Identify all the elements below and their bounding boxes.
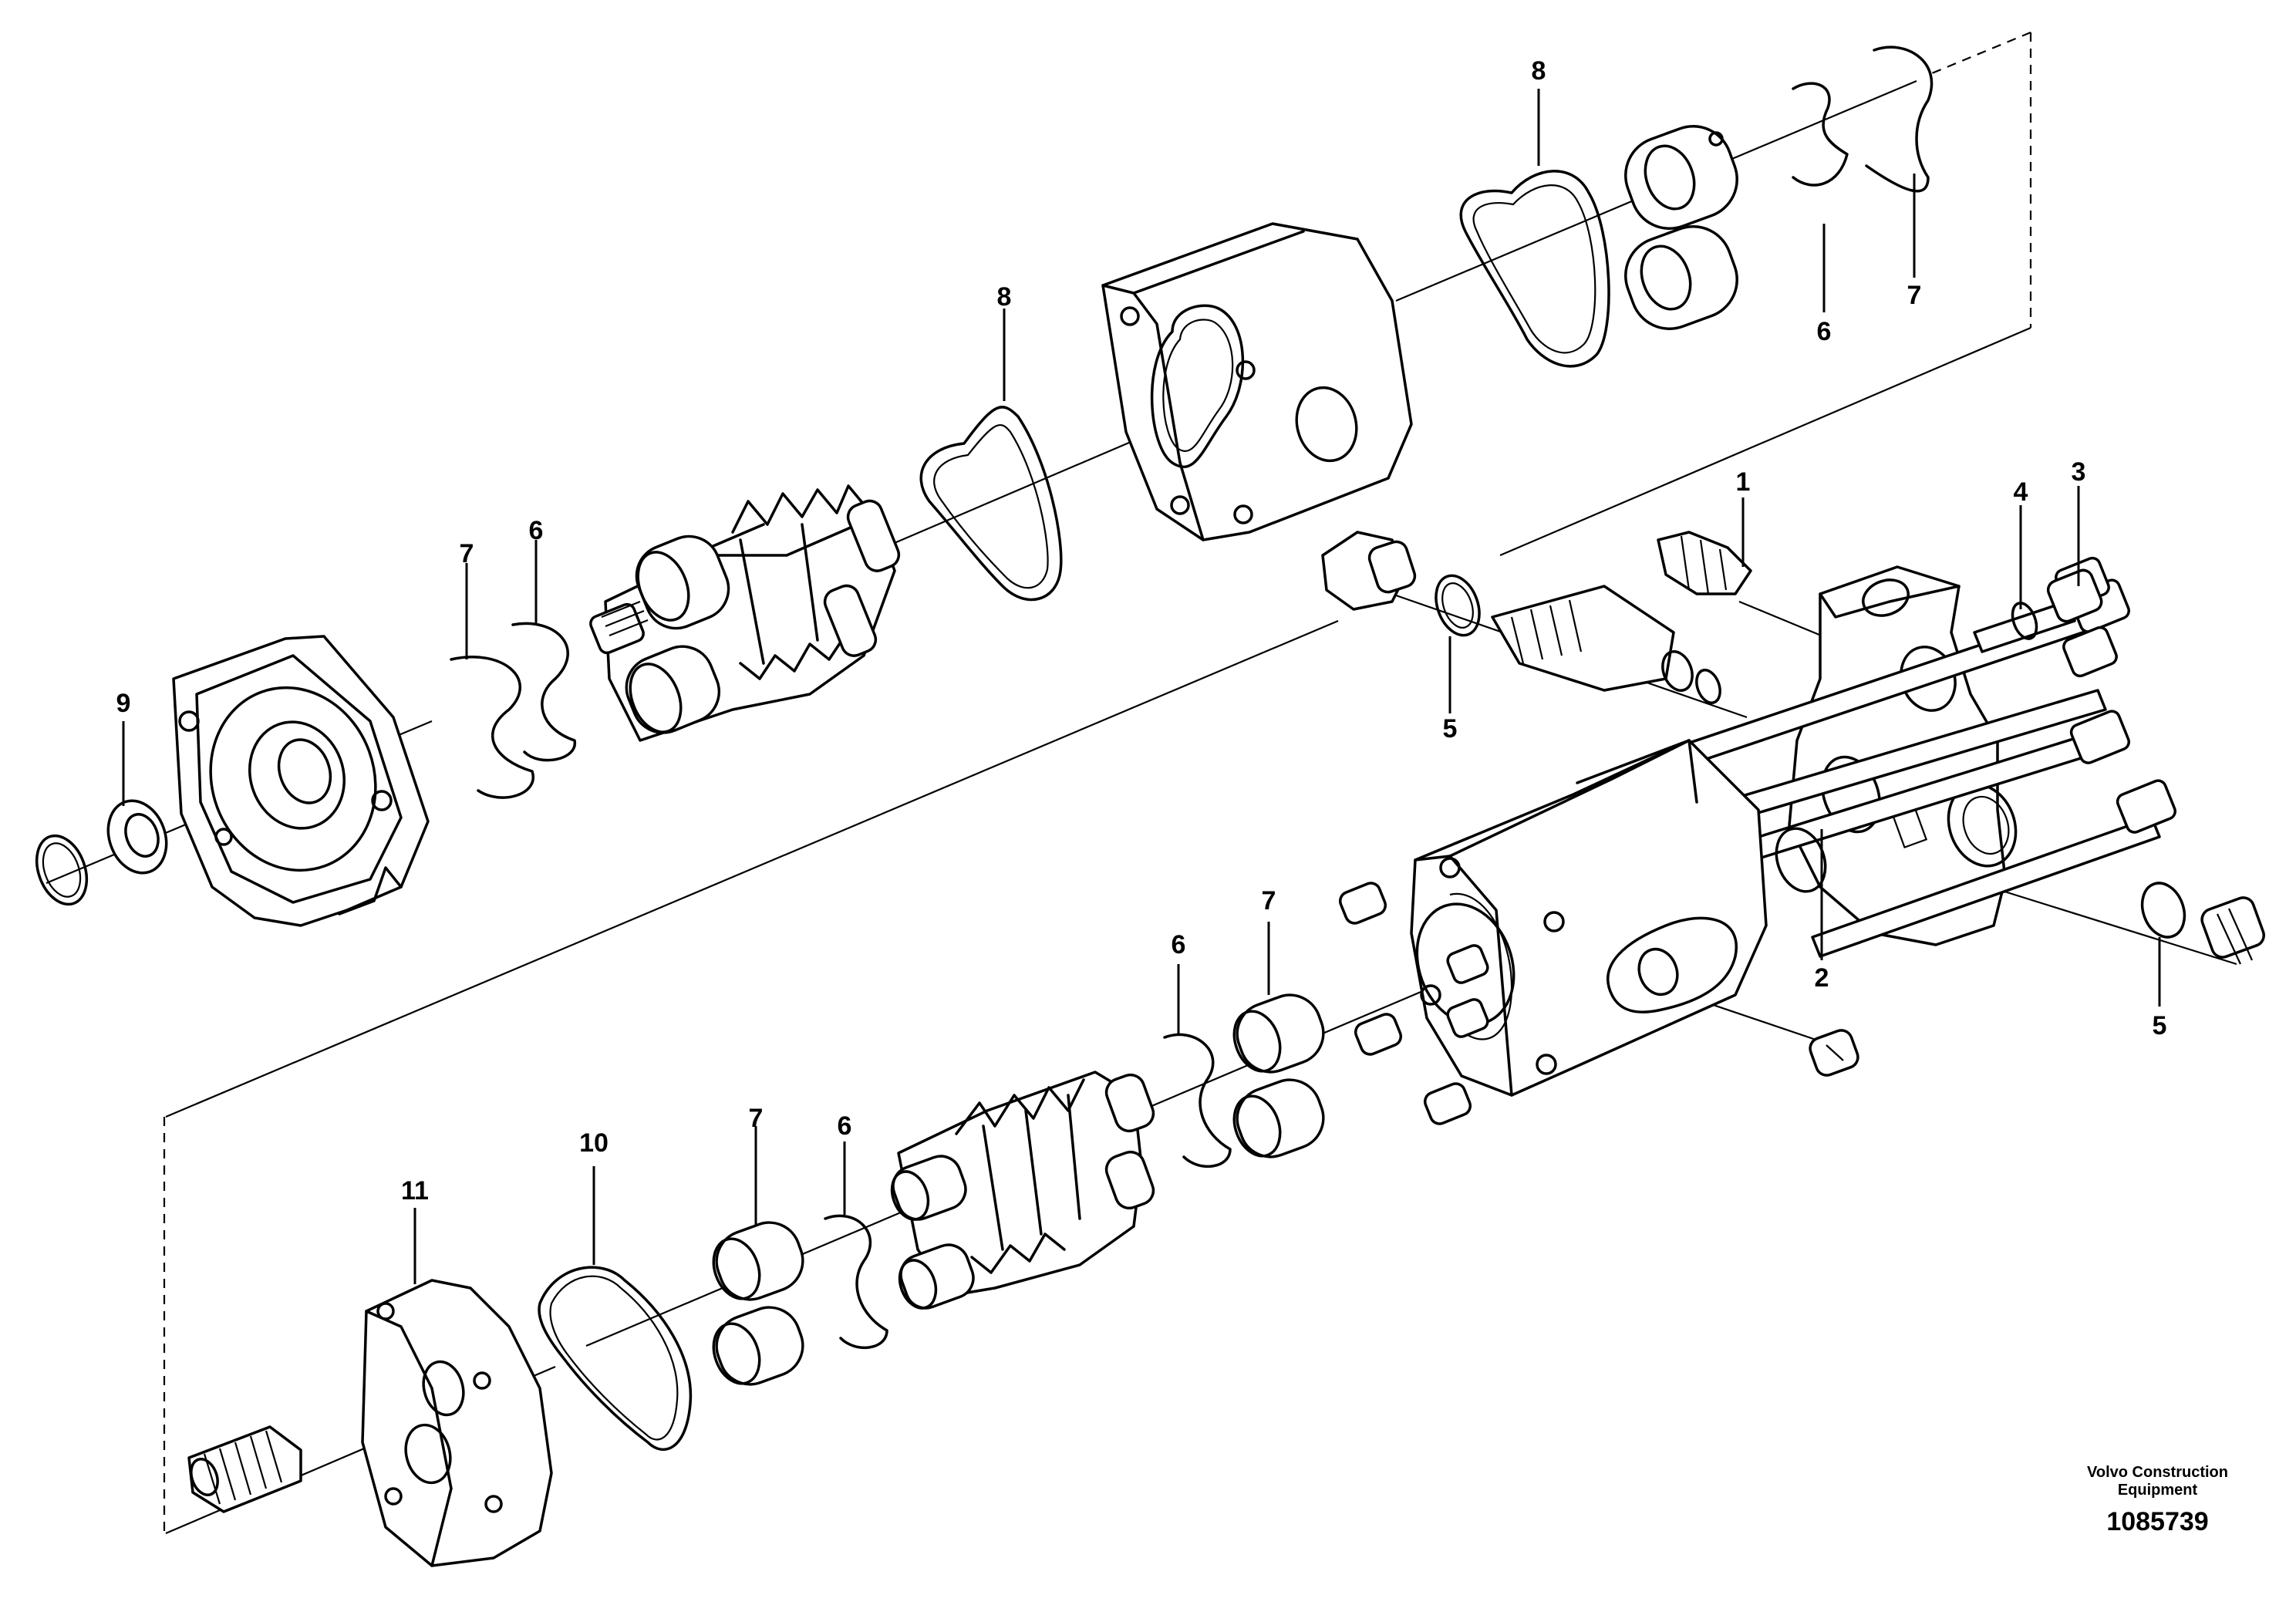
callout-6-lower-mid: 6 bbox=[1171, 930, 1186, 959]
bushing-pair-lower-left bbox=[712, 1221, 804, 1386]
callout-7-upper-left: 7 bbox=[459, 539, 474, 568]
callout-8-left: 8 bbox=[996, 282, 1012, 312]
callout-8-right: 8 bbox=[1531, 56, 1546, 86]
shaft-seal bbox=[106, 799, 168, 875]
retaining-ring-left bbox=[35, 834, 89, 906]
o-ring-mid bbox=[1435, 574, 1481, 637]
seal-plate-lower bbox=[538, 1266, 693, 1452]
plug-nut bbox=[1321, 531, 1417, 611]
relief-valve-spool bbox=[1491, 585, 1721, 704]
callout-6-lower-left: 6 bbox=[837, 1111, 852, 1141]
callout-5-right: 5 bbox=[2152, 1011, 2167, 1040]
drawing-number: 1085739 bbox=[2106, 1507, 2209, 1536]
bushing-pair-lower-right bbox=[1232, 993, 1325, 1158]
seal-plate-upper-left bbox=[919, 406, 1063, 602]
callout-9: 9 bbox=[116, 689, 131, 718]
washer-4 bbox=[2011, 602, 2038, 640]
wire-clip-lower-left bbox=[824, 1214, 888, 1350]
o-ring-right bbox=[2140, 882, 2186, 939]
plug-right bbox=[2200, 896, 2265, 965]
dashed-frame bbox=[163, 31, 2032, 1533]
pump-body-lower bbox=[1410, 739, 1768, 1097]
callout-1: 1 bbox=[1735, 467, 1751, 497]
brand-name-line2: Equipment bbox=[2117, 1482, 2198, 1499]
gear-set-lower bbox=[890, 1071, 1155, 1310]
callout-6-upper-left: 6 bbox=[528, 516, 544, 545]
dowel-pins bbox=[1338, 882, 1472, 1125]
pressure-valve-cartridge bbox=[1657, 531, 1752, 595]
callout-7-lower-mid: 7 bbox=[1261, 886, 1276, 916]
bearing-block-upper bbox=[1624, 125, 1738, 330]
mounting-flange bbox=[172, 635, 430, 927]
gear-set-upper bbox=[589, 484, 901, 742]
callout-7-upper-right: 7 bbox=[1907, 281, 1922, 310]
callout-4: 4 bbox=[2013, 477, 2028, 507]
brand-name-line1: Volvo Construction bbox=[2087, 1464, 2228, 1481]
callout-5-mid: 5 bbox=[1442, 714, 1458, 744]
bolt-3 bbox=[1973, 568, 2103, 653]
callout-3: 3 bbox=[2071, 457, 2086, 487]
callout-2: 2 bbox=[1814, 963, 1829, 993]
branding-block: Volvo Construction Equipment 1085739 bbox=[2087, 1464, 2228, 1537]
end-cover bbox=[361, 1279, 553, 1567]
callout-11: 11 bbox=[401, 1176, 429, 1206]
pump-body-upper bbox=[1101, 222, 1413, 541]
drive-coupling bbox=[187, 1425, 302, 1513]
wire-clip-lower-right bbox=[1163, 1033, 1232, 1168]
wire-clip-upper-left bbox=[450, 622, 576, 799]
callout-10: 10 bbox=[579, 1128, 609, 1158]
wire-clip-upper-right bbox=[1792, 46, 1934, 193]
seal-plate-upper-right bbox=[1459, 170, 1610, 368]
callout-7-lower-left: 7 bbox=[748, 1104, 764, 1133]
callout-6-upper-right: 6 bbox=[1816, 317, 1832, 346]
callout-leaders bbox=[122, 89, 2161, 1284]
socket-plug bbox=[1809, 1029, 1859, 1077]
